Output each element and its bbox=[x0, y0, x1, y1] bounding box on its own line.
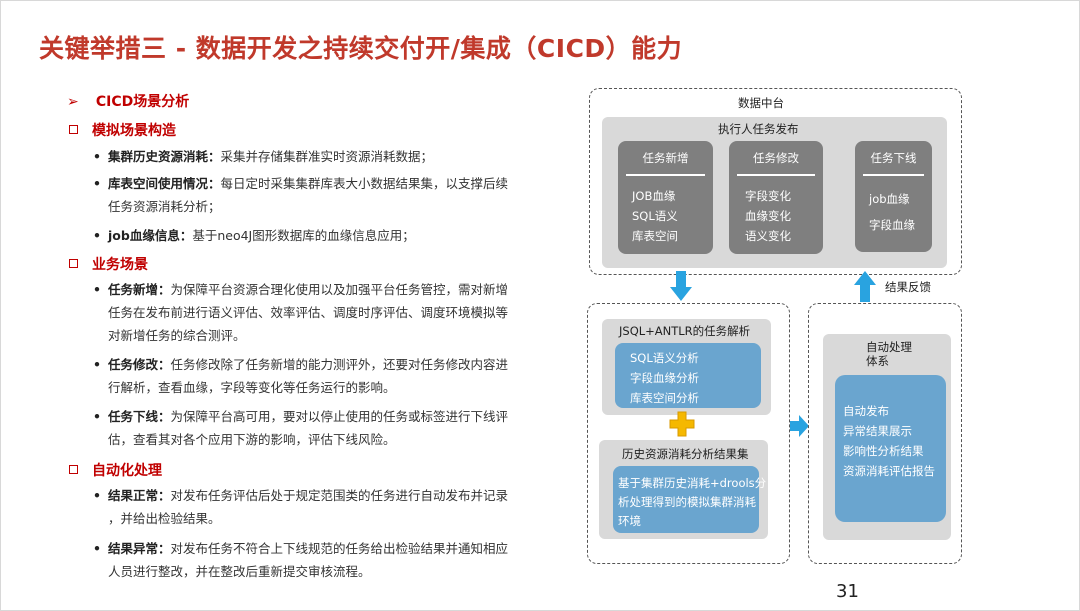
list-item: • 结果异常：对发布任务不符合上下线规范的任务给出检验结果并通知相应 人员进行整… bbox=[93, 541, 509, 579]
page-title: 关键举措三 - 数据开发之持续交付开/集成（CICD）能力 bbox=[39, 34, 683, 63]
section-heading-text: CICD场景分析 bbox=[95, 94, 190, 110]
task-offline-card: 任务下线 job血缘 字段血缘 bbox=[855, 141, 932, 252]
list-item: • 结果正常：对发布任务评估后处于规定范围类的任务进行自动发布并记录 ，并给出检… bbox=[93, 488, 509, 526]
square-bullet-icon bbox=[69, 465, 78, 474]
section-heading: ➢ CICD场景分析 bbox=[67, 91, 189, 111]
data-platform-label: 数据中台 bbox=[738, 96, 784, 110]
task-modify-card: 任务修改 字段变化 血缘变化 语义变化 bbox=[729, 141, 823, 254]
list-item: • 任务修改：任务修改除了任务新增的能力测评外，还要对任务修改内容进 行解析，查… bbox=[93, 357, 509, 395]
list-item: • 集群历史资源消耗：采集并存储集群准实时资源消耗数据； bbox=[93, 149, 434, 164]
feedback-label: 结果反馈 bbox=[885, 280, 931, 294]
group-heading-automation: 自动化处理 bbox=[69, 460, 162, 480]
task-new-card: 任务新增 JOB血缘 SQL语义 库表空间 bbox=[618, 141, 713, 254]
history-box: 基于集群历史消耗+drools分 析处理得到的模拟集群消耗 环境 bbox=[613, 466, 766, 533]
arrow-down-icon bbox=[670, 271, 692, 301]
executor-label: 执行人任务发布 bbox=[718, 122, 799, 136]
parse-title: JSQL+ANTLR的任务解析 bbox=[619, 324, 751, 338]
group-heading-business: 业务场景 bbox=[69, 254, 148, 274]
auto-results-box: 自动发布 异常结果展示 影响性分析结果 资源消耗评估报告 bbox=[835, 375, 946, 522]
auto-processing-frame bbox=[808, 303, 962, 564]
list-item: • 任务下线：为保障平台高可用，要对以停止使用的任务或标签进行下线评 估，查看其… bbox=[93, 409, 509, 447]
data-platform-frame bbox=[589, 88, 962, 275]
group-heading-simulation: 模拟场景构造 bbox=[69, 120, 176, 140]
arrow-right-icon bbox=[790, 415, 809, 437]
plus-icon bbox=[669, 411, 695, 437]
auto-title: 自动处理 体系 bbox=[866, 340, 912, 368]
square-bullet-icon bbox=[69, 125, 78, 134]
analysis-frame bbox=[587, 303, 790, 564]
parse-box: SQL语义分析 字段血缘分析 库表空间分析 bbox=[615, 343, 761, 408]
list-item: • job血缘信息：基于neo4J图形数据库的血缘信息应用； bbox=[93, 228, 415, 243]
list-item: • 库表空间使用情况：每日定时采集集群库表大小数据结果集，以支撑后续 任务资源消… bbox=[93, 176, 509, 214]
arrow-bullet-icon: ➢ bbox=[67, 94, 79, 110]
arrow-up-icon bbox=[854, 271, 876, 302]
page-number: 31 bbox=[836, 581, 859, 602]
list-item: • 任务新增：为保障平台资源合理化使用以及加强平台任务管控，需对新增 任务在发布… bbox=[93, 282, 509, 343]
history-title: 历史资源消耗分析结果集 bbox=[622, 447, 749, 461]
square-bullet-icon bbox=[69, 259, 78, 268]
